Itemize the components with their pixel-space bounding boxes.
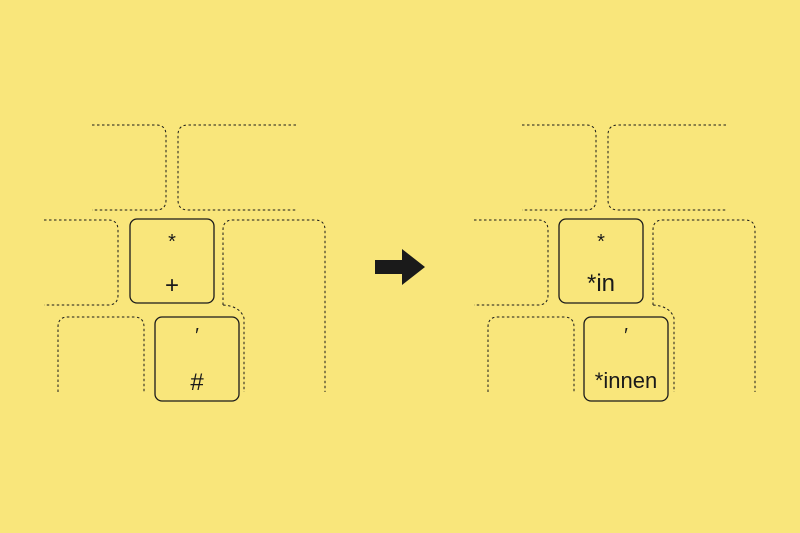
keyboard-after: * *in ′ *innen (474, 124, 756, 402)
innen-key-base-label: *innen (595, 368, 657, 393)
plus-key: * + (129, 218, 215, 304)
hash-key-base-label: # (190, 369, 204, 396)
neighbor-key-outline (487, 316, 575, 392)
neighbor-key-outline (92, 124, 167, 211)
neighbor-key-outline (474, 219, 549, 306)
plus-key-base-label: + (165, 272, 179, 299)
neighbor-key-outline (652, 304, 675, 392)
keyboard-before: * + ′ # (44, 124, 326, 402)
neighbor-key-outline (652, 219, 756, 392)
neighbor-key-outline (177, 124, 296, 211)
neighbor-key-outline (44, 219, 119, 306)
plus-key-shift-label: * (168, 231, 176, 253)
in-key: * *in (558, 218, 644, 304)
innen-key: ′ *innen (583, 316, 669, 402)
in-key-base-label: *in (587, 270, 615, 297)
right-arrow-icon (375, 249, 425, 285)
neighbor-key-outline (57, 316, 145, 392)
hash-key-shift-label: ′ (195, 325, 199, 347)
innen-key-shift-label: ′ (624, 325, 628, 347)
neighbor-key-outline (522, 124, 597, 211)
in-key-shift-label: * (597, 231, 605, 253)
neighbor-key-outline (222, 304, 245, 392)
hash-key: ′ # (154, 316, 240, 402)
neighbor-key-outline (607, 124, 726, 211)
neighbor-key-outline (222, 219, 326, 392)
